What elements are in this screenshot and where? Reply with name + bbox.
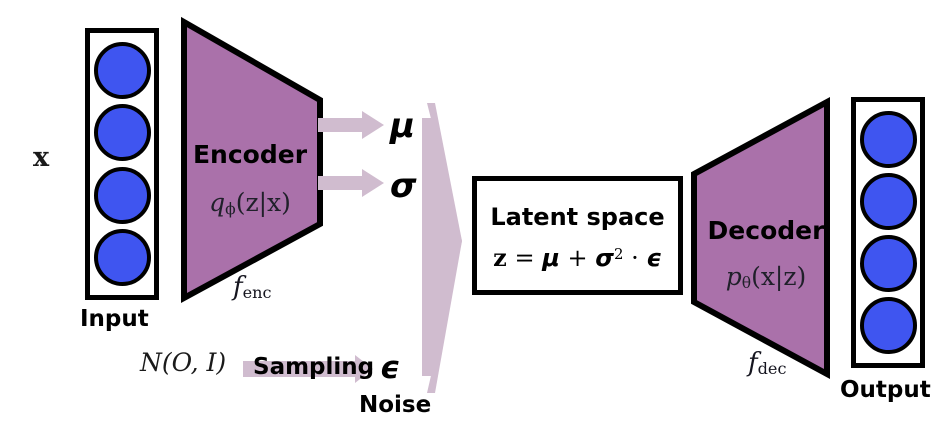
input-variable-label: x	[33, 142, 50, 173]
input-neuron	[93, 229, 151, 287]
output-caption: Output	[840, 377, 931, 403]
encoder-title: Encoder	[192, 140, 308, 169]
latent-space-equation: z = μ + σ2 · ϵ	[493, 243, 662, 272]
latent-space-title: Latent space	[490, 203, 665, 231]
input-neuron	[93, 41, 151, 99]
output-neuron	[859, 297, 917, 355]
output-neuron	[859, 110, 917, 168]
output-layer-box	[851, 97, 925, 368]
encoder-trapezoid	[181, 16, 323, 304]
sigma-arrow	[318, 169, 384, 197]
decoder-distribution: pθ(x|z)	[725, 262, 807, 292]
input-caption: Input	[80, 306, 149, 332]
sampling-arrow	[243, 355, 373, 383]
latent-space-box: Latent space z = μ + σ2 · ϵ	[472, 176, 683, 295]
prior-distribution-label: N(O, I)	[140, 348, 227, 377]
noise-caption: Noise	[359, 392, 432, 418]
encoder-function-label: fenc	[233, 272, 272, 302]
input-neuron	[93, 104, 151, 162]
output-neuron	[859, 172, 917, 230]
encoder-distribution: qϕ(z|x)	[209, 188, 291, 218]
decoder-function-label: fdec	[748, 348, 787, 378]
input-layer-box	[85, 28, 159, 300]
noise-merge-arrow	[422, 103, 462, 393]
input-neuron	[93, 166, 151, 224]
output-neuron	[859, 235, 917, 293]
mu-label: μ	[390, 106, 416, 146]
sigma-label: σ	[390, 166, 417, 206]
sampling-label: Sampling	[253, 354, 375, 380]
mu-arrow	[318, 111, 384, 139]
decoder-title: Decoder	[707, 216, 825, 245]
decoder-trapezoid	[691, 96, 830, 380]
epsilon-label: ϵ	[380, 350, 400, 386]
